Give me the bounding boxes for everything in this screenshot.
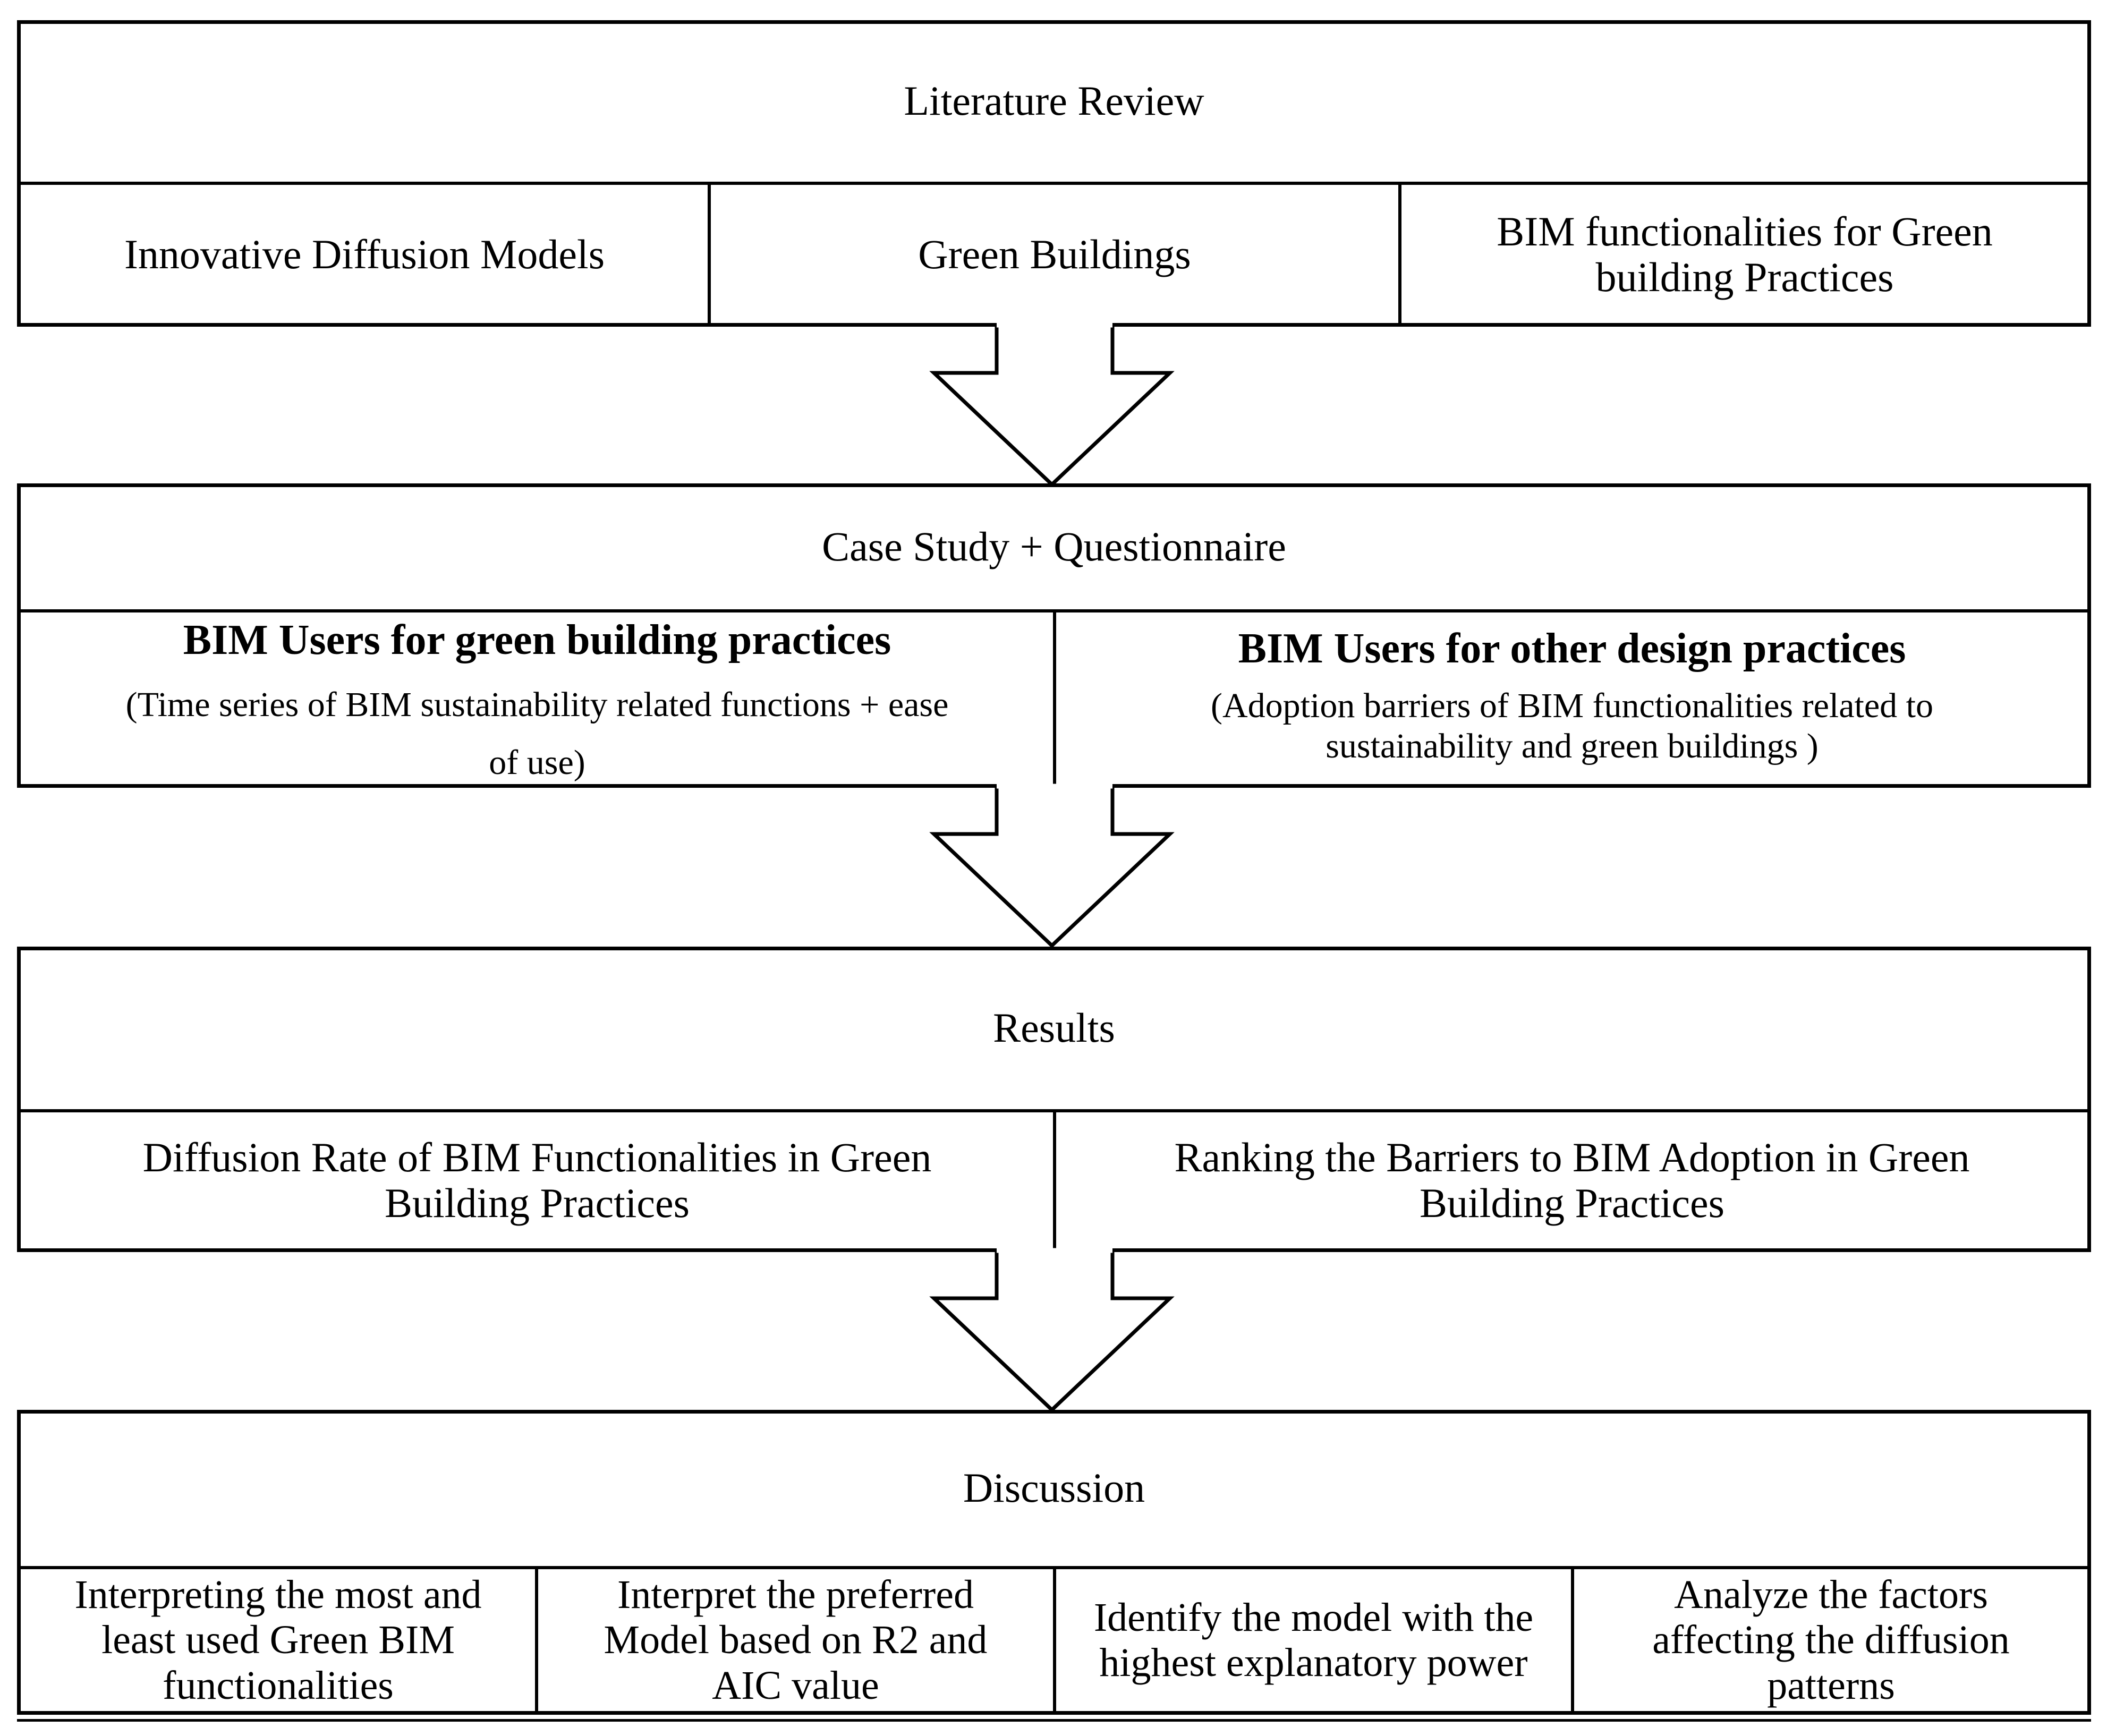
- literature-item-green-buildings: Green Buildings: [918, 231, 1191, 278]
- discussion-item-explanatory-power: Identify the model with the highest expl…: [1093, 1595, 1534, 1685]
- results-item-diffusion-rate: Diffusion Rate of BIM Functionalities in…: [142, 1134, 932, 1226]
- case-study-right-heading: BIM Users for other design practices: [1238, 625, 1906, 672]
- discussion-item-diffusion-factors: Analyze the factors affecting the diffus…: [1652, 1572, 2010, 1708]
- case-study-left-cell: BIM Users for green building practices (…: [21, 612, 1053, 784]
- results-col-divider: [1053, 1109, 1056, 1252]
- case-study-col-divider: [1053, 609, 1056, 788]
- down-arrow-2: [929, 784, 1175, 948]
- down-arrow-1: [929, 322, 1175, 487]
- literature-review-block: [17, 20, 2091, 327]
- literature-item-diffusion-models: Innovative Diffusion Models: [124, 231, 605, 278]
- down-arrow-3: [929, 1248, 1175, 1412]
- case-study-left-heading: BIM Users for green building practices: [183, 617, 891, 663]
- literature-col-divider-2: [1398, 182, 1401, 327]
- discussion-col-divider-1: [535, 1566, 538, 1715]
- discussion-bottom-double-line: [17, 1719, 2091, 1722]
- case-study-title: Case Study + Questionnaire: [822, 523, 1286, 569]
- case-study-right-cell: BIM Users for other design practices (Ad…: [1056, 612, 2088, 784]
- discussion-item-preferred-model: Interpret the preferred Model based on R…: [604, 1572, 988, 1708]
- literature-item-bim-functionalities: BIM functionalities for Green building P…: [1497, 208, 1993, 300]
- literature-review-title: Literature Review: [904, 78, 1204, 124]
- case-study-left-detail: (Time series of BIM sustainability relat…: [125, 685, 949, 782]
- discussion-title: Discussion: [963, 1465, 1145, 1511]
- discussion-col-divider-2: [1053, 1566, 1056, 1715]
- results-title: Results: [993, 1005, 1115, 1051]
- discussion-item-most-least-used: Interpreting the most and least used Gre…: [74, 1572, 482, 1708]
- case-study-right-detail: (Adoption barriers of BIM functionalitie…: [1211, 686, 1933, 765]
- literature-col-divider-1: [708, 182, 711, 327]
- literature-divider: [17, 182, 2091, 185]
- discussion-col-divider-3: [1571, 1566, 1574, 1715]
- results-item-ranking-barriers: Ranking the Barriers to BIM Adoption in …: [1174, 1134, 1970, 1226]
